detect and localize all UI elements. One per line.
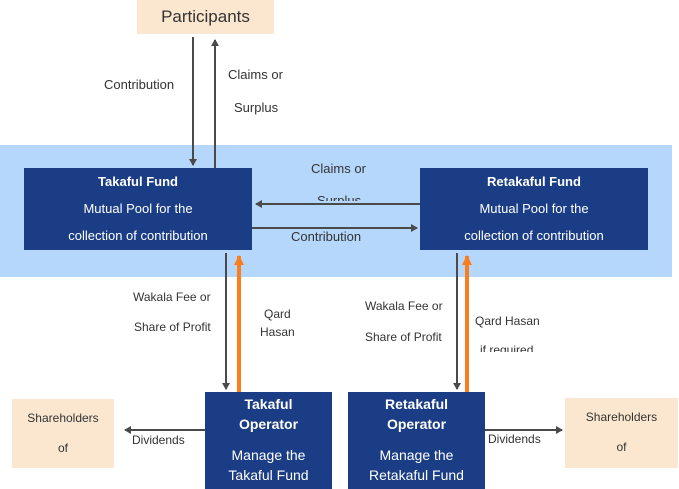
shareholders-right-line1: Shareholders [585, 410, 658, 424]
shareholders-right-line2: of [616, 440, 627, 454]
participants-label: Participants [161, 7, 250, 26]
retakaful-operator-title-line2: Operator [386, 416, 447, 432]
takaful-operator-box: Takaful Operator Manage the Takaful Fund [205, 392, 332, 489]
claims-up-label-line1: Claims or [228, 67, 283, 82]
retakaful-fund-title: Retakaful Fund [487, 174, 581, 189]
participants-box: Participants [137, 0, 274, 34]
takaful-fund-box: Takaful Fund Mutual Pool for the collect… [24, 168, 252, 250]
shareholders-left-line2: of [57, 441, 68, 455]
contribution-between-label: Contribution [291, 229, 362, 244]
qard-left-line1: Qard [264, 307, 291, 321]
takaful-operator-title-line1: Takaful [244, 396, 293, 412]
wakala-right-line2: Share of Profit [365, 330, 442, 344]
retakaful-fund-line1: Mutual Pool for the [479, 201, 589, 216]
retakaful-operator-title-line1: Retakaful [384, 396, 449, 412]
claims-between-line2: Surplus [317, 193, 362, 201]
takaful-fund-line2: collection of contribution [68, 228, 208, 243]
takaful-fund-line1: Mutual Pool for the [83, 201, 193, 216]
retakaful-fund-box: Retakaful Fund Mutual Pool for the colle… [420, 168, 648, 250]
claims-up-label-line2: Surplus [234, 100, 279, 115]
takaful-operator-desc-line2: Takaful Fund [228, 467, 309, 483]
takaful-fund-title: Takaful Fund [98, 174, 178, 189]
wakala-right-line1: Wakala Fee or [365, 299, 443, 313]
shareholders-left-box: Shareholders of [12, 399, 114, 468]
contribution-down-label: Contribution [104, 77, 175, 92]
claims-between-label: Claims or Surplus [300, 158, 390, 201]
claims-between-line1: Claims or [311, 161, 366, 176]
retakaful-operator-box: Retakaful Operator Manage the Retakaful … [348, 392, 485, 489]
shareholders-right-box: Shareholders of [565, 398, 678, 468]
dividends-right-label: Dividends [488, 432, 541, 446]
wakala-left-line1: Wakala Fee or [133, 290, 211, 304]
qard-right-line2: if required [480, 343, 534, 352]
takaful-operator-title-line2: Operator [238, 416, 299, 432]
takaful-operator-desc-line1: Manage the [231, 447, 306, 463]
dividends-left-label: Dividends [132, 433, 185, 447]
retakaful-operator-desc-line2: Retakaful Fund [369, 467, 464, 483]
qard-right-line1: Qard Hasan [475, 314, 540, 328]
qard-right-line2-clip: if required [478, 340, 548, 352]
wakala-left-line2: Share of Profit [134, 320, 211, 334]
retakaful-fund-line2: collection of contribution [464, 228, 604, 243]
shareholders-left-line1: Shareholders [27, 411, 99, 425]
qard-left-line2: Hasan [260, 325, 295, 339]
retakaful-operator-desc-line1: Manage the [379, 447, 454, 463]
